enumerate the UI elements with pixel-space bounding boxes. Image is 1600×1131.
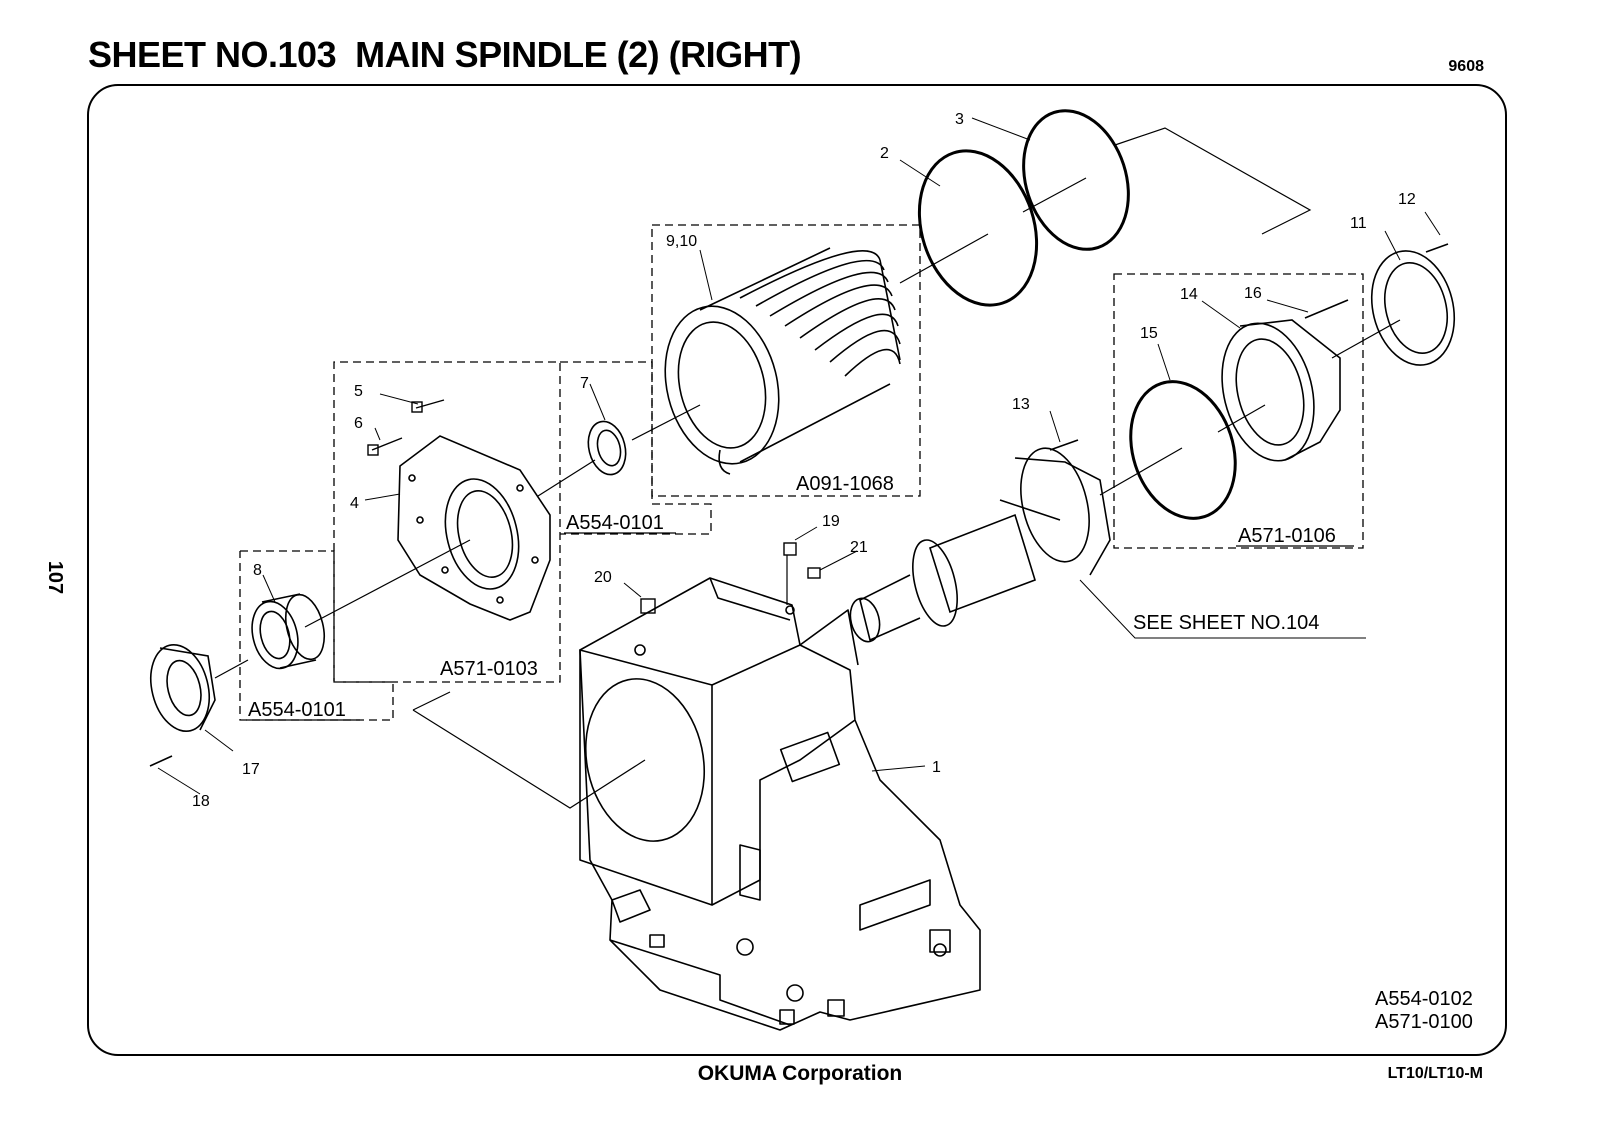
corner-ref-1: A554-0102 <box>1375 988 1473 1010</box>
bolt-16 <box>1304 299 1349 319</box>
seal-ring <box>587 420 627 476</box>
rear-housing <box>1221 319 1341 462</box>
callout-20: 20 <box>594 569 612 586</box>
callout-13: 13 <box>1012 396 1030 413</box>
footer-company: OKUMA Corporation <box>697 1062 903 1085</box>
callout-17: 17 <box>242 761 260 778</box>
callout-9-10: 9,10 <box>666 233 697 250</box>
o-rings <box>917 109 1237 520</box>
callout-16: 16 <box>1244 285 1262 302</box>
callout-14: 14 <box>1180 286 1198 303</box>
small-fittings <box>640 542 821 614</box>
assy-label-a554-0101-upper: A554-0101 <box>566 512 664 534</box>
assy-label-a571-0103: A571-0103 <box>440 658 538 680</box>
bolt-13 <box>1049 439 1079 451</box>
bolt-18 <box>149 755 173 767</box>
bolts-5-6 <box>367 399 445 456</box>
callout-15: 15 <box>1140 325 1158 342</box>
callout-2: 2 <box>880 145 889 162</box>
bearing <box>251 593 326 670</box>
leader-lines <box>157 117 1441 795</box>
assy-label-a554-0101-lower: A554-0101 <box>248 699 346 721</box>
diagram-frame <box>87 84 1507 1056</box>
box-a091-1068 <box>651 224 921 497</box>
see-sheet-reference: SEE SHEET NO.104 <box>1133 612 1319 634</box>
callout-4: 4 <box>350 495 359 512</box>
bolt-12 <box>1425 243 1449 253</box>
callout-5: 5 <box>354 383 363 400</box>
front-flange <box>397 435 551 621</box>
box-a554-0101-upper <box>560 361 712 535</box>
callout-7: 7 <box>580 375 589 392</box>
callout-19: 19 <box>822 513 840 530</box>
assy-label-a091-1068: A091-1068 <box>796 473 894 495</box>
box-a554-0101-lower <box>239 550 394 721</box>
axis-lines <box>214 127 1401 809</box>
callout-21: 21 <box>850 539 868 556</box>
box-a571-0106 <box>1113 273 1364 549</box>
callout-1: 1 <box>932 759 941 776</box>
sheet-code: 9608 <box>1448 58 1484 75</box>
spindle-shaft <box>849 447 1111 643</box>
callout-3: 3 <box>955 111 964 128</box>
box-a571-0103 <box>333 361 561 683</box>
footer-model: LT10/LT10-M <box>1387 1065 1483 1082</box>
headstock-housing <box>579 577 981 1031</box>
motor-stator <box>664 247 901 475</box>
rear-cover <box>150 643 216 733</box>
callout-11: 11 <box>1350 215 1367 232</box>
corner-ref-2: A571-0100 <box>1375 1011 1473 1033</box>
assy-label-a571-0106: A571-0106 <box>1238 525 1336 547</box>
callout-12: 12 <box>1398 191 1416 208</box>
end-cap <box>1370 250 1456 366</box>
sheet-title: SHEET NO.103 MAIN SPINDLE (2) (RIGHT) <box>88 34 802 75</box>
callout-18: 18 <box>192 793 210 810</box>
callout-6: 6 <box>354 415 363 432</box>
callout-8: 8 <box>253 562 262 579</box>
